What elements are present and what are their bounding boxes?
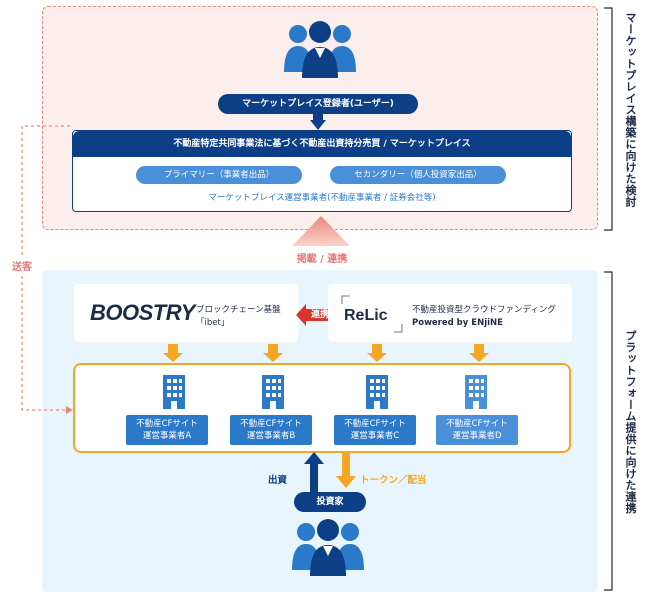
building-icon [366,375,388,409]
token-label: トークン／配当 [360,475,427,486]
link-label: 連携 [310,310,329,320]
referral-label: 送客 [12,258,32,273]
bracket-lines [604,7,613,591]
relic-logo-frame [341,295,403,333]
building-icon [262,375,284,409]
site-card-a: 不動産CFサイト 運営事業者A [126,415,208,445]
site-card-c: 不動産CFサイト 運営事業者C [334,415,416,445]
marketplace-header: 不動産特定共同事業法に基づく不動産出資持分売買 / マーケットプレイス [73,131,571,157]
publish-up-arrow [292,216,350,246]
publish-label: 掲載 / 連携 [296,254,348,265]
down-arrow [310,114,326,130]
boostry-desc-line1: ブロックチェーン基盤 [196,305,281,315]
referral-path [21,125,73,414]
building-icon [163,375,185,409]
flow-arrows [304,452,356,496]
marketplace-side-label: マーケットプレイス構築に向けた検討 [624,12,637,208]
relic-desc-line2: Powered by ENjiNE [412,318,503,328]
boostry-desc-line2: 「ibet」 [196,318,230,328]
feed-arrows [163,344,489,362]
building-icon [465,375,487,409]
secondary-pill: セカンダリー（個人投資家出品） [330,166,506,184]
investor-pill: 投資家 [294,492,366,512]
site-card-b: 不動産CFサイト 運営事業者B [230,415,312,445]
users-group-icon [284,21,356,78]
site-c-line1: 不動産CFサイト [344,419,406,429]
operator-text: マーケットプレイス運営事業者(不動産事業者 / 証券会社等) [208,193,436,203]
investment-label: 出資 [268,475,288,486]
site-b-line2: 運営事業者B [246,431,296,441]
site-card-d: 不動産CFサイト 運営事業者D [436,415,518,445]
boostry-logo: BOOSTRY [90,300,195,325]
platform-side-label: プラットフォーム提供に向けた連携 [624,330,637,514]
site-a-line1: 不動産CFサイト [136,419,198,429]
registrant-pill: マーケットプレイス登録者(ユーザー) [218,94,418,114]
site-d-line1: 不動産CFサイト [446,419,508,429]
relic-logo: ReLic [344,307,388,324]
boostry-card [74,284,298,342]
primary-pill: プライマリー（事業者出品） [136,166,302,184]
investors-group-icon [292,519,364,576]
relic-card [328,284,572,342]
relic-desc-line1: 不動産投資型クラウドファンディング [412,305,556,315]
site-d-line2: 運営事業者D [452,431,502,441]
site-a-line2: 運営事業者A [142,431,192,441]
site-b-line1: 不動産CFサイト [240,419,302,429]
site-c-line2: 運営事業者C [350,431,400,441]
